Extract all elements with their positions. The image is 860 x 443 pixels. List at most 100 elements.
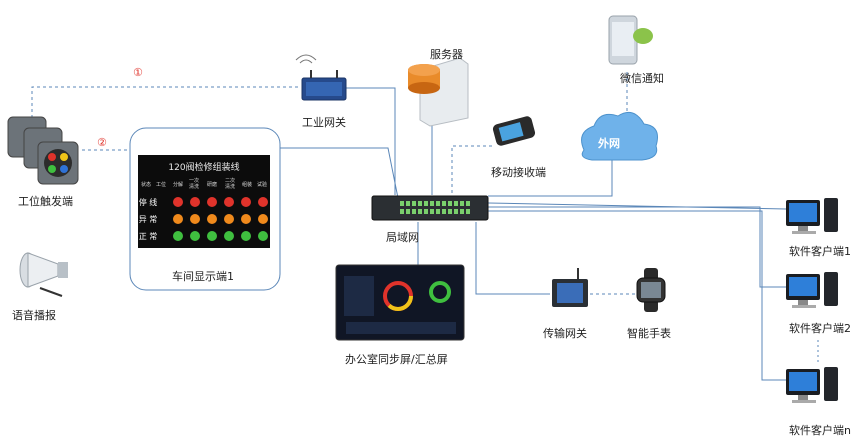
label-client-1: 软件客户端1 xyxy=(789,245,851,258)
status-light xyxy=(224,231,234,241)
switch-port xyxy=(412,209,416,214)
switch-port xyxy=(400,209,404,214)
client-computer-icon xyxy=(786,198,838,234)
office-screen-icon xyxy=(335,264,465,341)
smartwatch-receiver-icon xyxy=(492,116,536,146)
switch-port xyxy=(430,209,434,214)
switch-port xyxy=(454,209,458,214)
switch-port xyxy=(424,209,428,214)
label-wechat-notify: 微信通知 xyxy=(620,72,664,85)
link-trigger-gateway xyxy=(31,86,300,118)
status-light xyxy=(241,214,251,224)
switch-port xyxy=(454,201,458,206)
speaker-icon xyxy=(19,252,68,297)
link-cloud-switch xyxy=(488,160,613,197)
switch-port xyxy=(466,209,470,214)
link-switch-transgateway xyxy=(475,222,550,295)
phone-icon xyxy=(608,15,653,65)
switch-port xyxy=(448,209,452,214)
status-light xyxy=(173,231,183,241)
label-industrial-gateway: 工业网关 xyxy=(302,116,346,129)
label-smart-watch: 智能手表 xyxy=(627,327,671,340)
link-switch-client1 xyxy=(487,202,787,210)
switch-port xyxy=(448,201,452,206)
status-light xyxy=(207,231,217,241)
label-client-n: 软件客户端n xyxy=(789,424,851,437)
board-row-label: 异 常 xyxy=(139,215,158,224)
marker-1: ① xyxy=(133,66,143,79)
switch-port xyxy=(424,201,428,206)
marker-2: ② xyxy=(97,136,107,149)
switch-port xyxy=(460,201,464,206)
status-light xyxy=(258,197,268,207)
status-light xyxy=(190,197,200,207)
board-header: 状态 xyxy=(141,181,151,188)
link-switch-client2 xyxy=(488,206,786,288)
board-header: 工位 xyxy=(156,181,166,188)
lan-switch-icon xyxy=(371,195,489,221)
switch-port xyxy=(442,201,446,206)
switch-port xyxy=(466,201,470,206)
smartwatch-icon xyxy=(636,268,666,312)
label-external-network: 外网 xyxy=(598,137,620,150)
board-header: 试验 xyxy=(257,181,267,188)
label-mobile-receiver: 移动接收端 xyxy=(491,166,546,179)
label-office-screen: 办公室同步屏/汇总屏 xyxy=(345,353,448,366)
client-computers xyxy=(786,198,838,403)
link-gateway-switch xyxy=(346,87,396,195)
label-voice-broadcast: 语音播报 xyxy=(12,309,56,322)
status-light xyxy=(173,214,183,224)
board-row-label: 正 常 xyxy=(139,232,158,241)
switch-port xyxy=(436,201,440,206)
status-light xyxy=(224,197,234,207)
label-transmission-gateway: 传输网关 xyxy=(543,327,587,340)
station-trigger-icons xyxy=(7,116,79,185)
status-light xyxy=(258,214,268,224)
board-row-label: 停 线 xyxy=(139,197,158,207)
label-workshop-display: 车间显示端1 xyxy=(172,270,234,283)
board-header: 清洗 xyxy=(189,183,199,190)
status-light xyxy=(173,197,183,207)
status-light xyxy=(224,214,234,224)
switch-port xyxy=(430,201,434,206)
switch-port xyxy=(460,209,464,214)
transmission-gateway-icon xyxy=(552,268,588,307)
led-board: 120阀检修组装线 状态工位分解一次清洗研磨二次清洗组装试验 停 线异 常正 常 xyxy=(138,155,270,248)
status-light xyxy=(207,197,217,207)
switch-port xyxy=(442,209,446,214)
switch-port xyxy=(412,201,416,206)
link-mobile-switch xyxy=(451,145,492,195)
board-header: 组装 xyxy=(242,181,252,188)
switch-port xyxy=(406,209,410,214)
board-header: 研磨 xyxy=(207,181,217,188)
board-header: 分解 xyxy=(173,181,183,188)
switch-port xyxy=(436,209,440,214)
board-header: 清洗 xyxy=(225,183,235,190)
link-display-switch xyxy=(280,147,399,199)
status-light xyxy=(241,231,251,241)
board-header: 一次 xyxy=(189,177,199,184)
label-client-2: 软件客户端2 xyxy=(789,322,851,335)
server-icon xyxy=(408,57,469,127)
switch-port xyxy=(400,201,404,206)
label-server: 服务器 xyxy=(430,48,463,61)
status-light xyxy=(190,214,200,224)
status-light xyxy=(207,214,217,224)
industrial-gateway-icon xyxy=(295,54,347,101)
status-light xyxy=(258,231,268,241)
client-computer-icon xyxy=(786,367,838,403)
link-switch-clientn xyxy=(488,210,786,381)
switch-port xyxy=(418,201,422,206)
label-lan: 局域网 xyxy=(386,231,419,244)
switch-port xyxy=(418,209,422,214)
switch-port xyxy=(406,201,410,206)
connection-lines xyxy=(31,72,819,381)
status-light xyxy=(241,197,251,207)
status-light xyxy=(190,231,200,241)
label-station-trigger: 工位触发端 xyxy=(18,195,73,208)
board-title: 120阀检修组装线 xyxy=(168,161,239,173)
cloud-icon xyxy=(581,111,658,161)
board-header: 二次 xyxy=(225,177,235,184)
client-computer-icon xyxy=(786,272,838,308)
